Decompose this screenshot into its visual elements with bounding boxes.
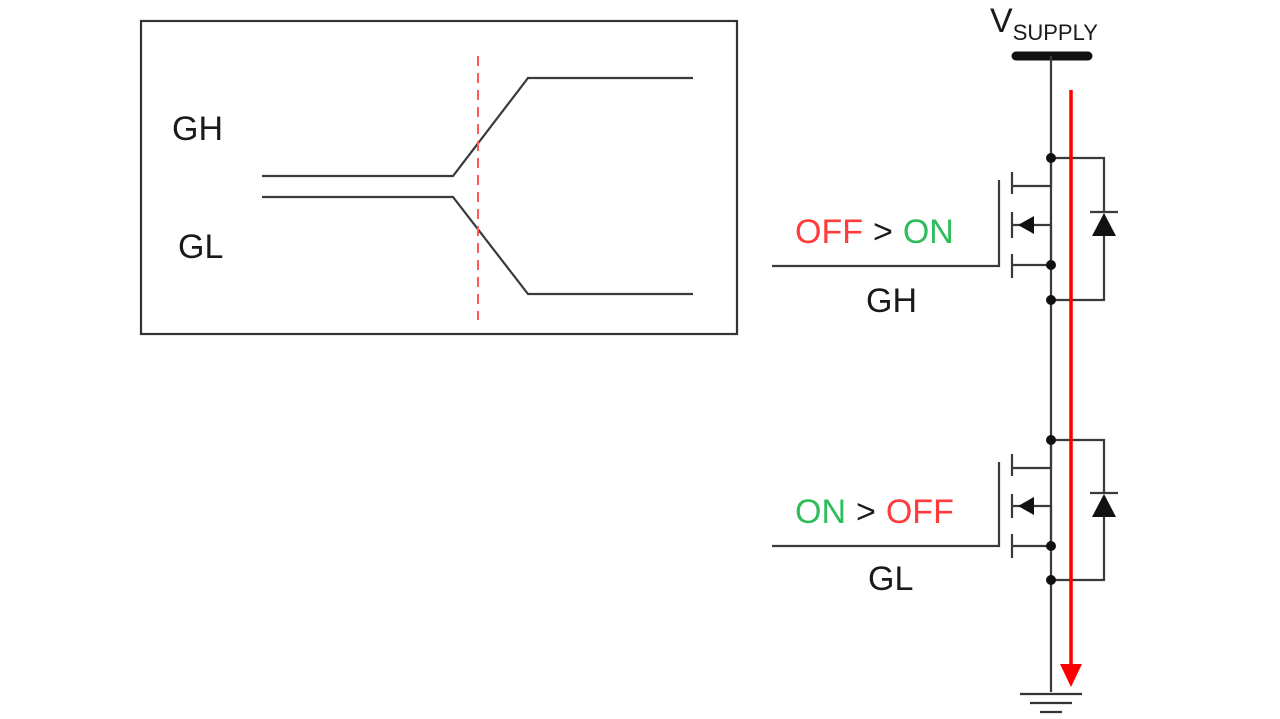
low-side-state-from: ON bbox=[795, 493, 846, 531]
waveform-label-gl: GL bbox=[178, 228, 223, 266]
ground-icon bbox=[1020, 692, 1082, 714]
high-side-mosfet: OFF > ON GH bbox=[772, 153, 1118, 320]
shoot-through-current-arrow bbox=[1060, 90, 1082, 687]
low-side-state-to: OFF bbox=[886, 493, 954, 531]
junction-dot bbox=[1046, 435, 1056, 445]
low-side-state-label: ON > OFF bbox=[795, 493, 954, 531]
waveform-label-gh: GH bbox=[172, 110, 223, 148]
high-side-body-arrow-icon bbox=[1018, 216, 1034, 234]
waveform-box-frame bbox=[139, 19, 739, 336]
high-side-state-to: ON bbox=[903, 213, 954, 251]
high-side-diode-icon bbox=[1092, 213, 1116, 236]
low-side-gate-label: GL bbox=[868, 560, 913, 598]
high-side-diode-wire-bottom bbox=[1051, 236, 1106, 302]
supply-label: VSUPPLY bbox=[990, 2, 1098, 45]
low-side-diode-wire-top bbox=[1051, 438, 1106, 493]
junction-dot bbox=[1046, 153, 1056, 163]
gl-waveform bbox=[262, 195, 693, 296]
high-side-gate-label: GH bbox=[866, 282, 917, 320]
high-side-state-from: OFF bbox=[795, 213, 863, 251]
junction-dot bbox=[1046, 295, 1056, 305]
high-side-state-label: OFF > ON bbox=[795, 213, 954, 251]
high-side-diode-wire-top bbox=[1051, 156, 1106, 212]
junction-dot bbox=[1046, 260, 1056, 270]
low-side-drain bbox=[1012, 440, 1053, 470]
low-side-state-sep: > bbox=[856, 493, 876, 531]
waveform-panel: GH GL bbox=[139, 19, 739, 336]
gh-waveform bbox=[262, 76, 693, 178]
low-side-mosfet: ON > OFF GL bbox=[772, 435, 1118, 598]
junction-dot bbox=[1046, 575, 1056, 585]
high-side-gate-wire bbox=[772, 180, 1001, 268]
high-side-drain bbox=[1012, 158, 1053, 188]
low-side-gate-wire bbox=[772, 462, 1001, 548]
low-side-diode-icon bbox=[1092, 494, 1116, 517]
supply-rail: VSUPPLY bbox=[990, 2, 1098, 61]
low-side-diode-wire-bottom bbox=[1051, 517, 1106, 582]
high-side-state-sep: > bbox=[873, 213, 893, 251]
junction-dot bbox=[1046, 541, 1056, 551]
low-side-body-arrow-icon bbox=[1018, 497, 1034, 515]
current-arrowhead-icon bbox=[1060, 664, 1082, 687]
